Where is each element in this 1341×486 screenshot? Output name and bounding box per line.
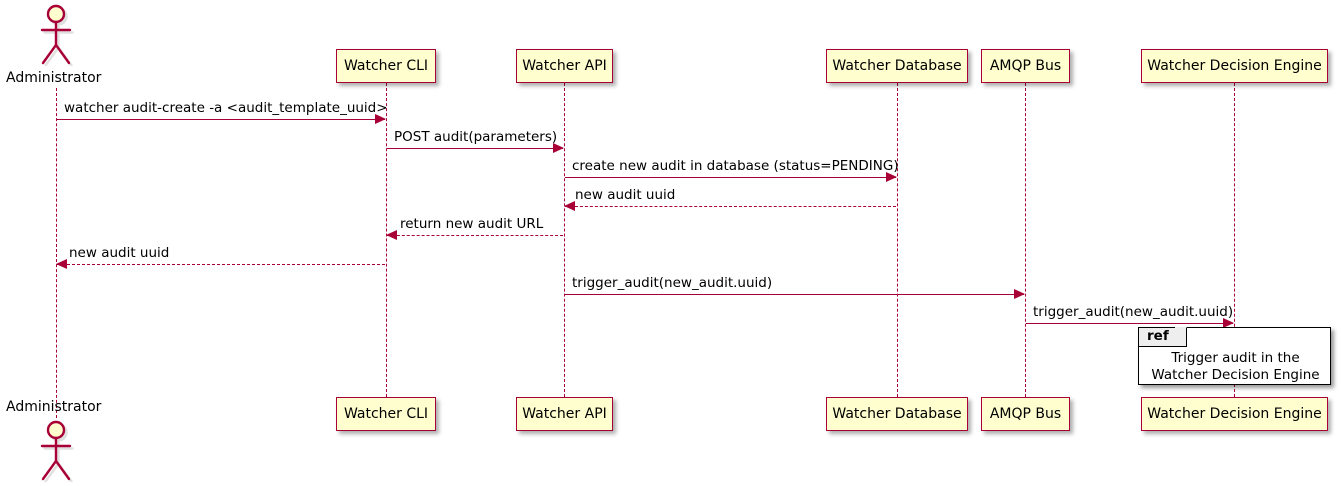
participant-label-watcher-database: Watcher Database bbox=[832, 406, 962, 422]
participant-label-watcher-cli: Watcher CLI bbox=[343, 406, 429, 422]
participant-label-watcher-api: Watcher API bbox=[522, 58, 607, 74]
fragment-tab-ref-trigger-audit: ref bbox=[1139, 327, 1187, 347]
arrowhead-icon-msg-4 bbox=[564, 201, 575, 211]
message-label-msg-7: trigger_audit(new_audit.uuid) bbox=[572, 275, 773, 291]
message-line-msg-1 bbox=[57, 119, 385, 120]
fragment-tab-label-ref-trigger-audit: ref bbox=[1147, 328, 1169, 345]
lifeline-watcher-api bbox=[564, 83, 565, 397]
participant-box-watcher-decision-engine-bottom[interactable]: Watcher Decision Engine bbox=[1141, 397, 1328, 431]
lifeline-watcher-cli bbox=[386, 83, 387, 397]
message-line-msg-5 bbox=[387, 235, 563, 236]
message-line-msg-8 bbox=[1026, 323, 1233, 324]
actor-figure-administrator-top bbox=[34, 4, 78, 67]
participant-label-watcher-cli: Watcher CLI bbox=[343, 58, 429, 74]
arrowhead-icon-msg-8 bbox=[1223, 318, 1234, 328]
lifeline-amqp-bus bbox=[1025, 83, 1026, 397]
message-label-msg-1: watcher audit-create -a <audit_template_… bbox=[64, 100, 388, 116]
participant-box-amqp-bus-top[interactable]: AMQP Bus bbox=[981, 49, 1070, 83]
message-line-msg-6 bbox=[57, 264, 385, 265]
message-line-msg-2 bbox=[387, 148, 563, 149]
lifeline-watcher-decision-engine bbox=[1234, 83, 1235, 397]
participant-box-watcher-database-bottom[interactable]: Watcher Database bbox=[826, 397, 968, 431]
message-label-msg-3: create new audit in database (status=PEN… bbox=[572, 158, 899, 174]
participant-box-amqp-bus-bottom[interactable]: AMQP Bus bbox=[981, 397, 1070, 431]
arrowhead-icon-msg-5 bbox=[386, 230, 397, 240]
message-label-msg-6: new audit uuid bbox=[69, 245, 170, 261]
participant-box-watcher-cli-bottom[interactable]: Watcher CLI bbox=[336, 397, 436, 431]
arrowhead-icon-msg-7 bbox=[1014, 289, 1025, 299]
message-label-msg-2: POST audit(parameters) bbox=[394, 129, 558, 145]
participant-label-amqp-bus: AMQP Bus bbox=[989, 406, 1062, 422]
participant-box-watcher-database-top[interactable]: Watcher Database bbox=[826, 49, 968, 83]
arrowhead-icon-msg-2 bbox=[553, 143, 564, 153]
lifeline-administrator bbox=[56, 88, 57, 418]
arrowhead-icon-msg-3 bbox=[886, 172, 897, 182]
arrowhead-icon-msg-6 bbox=[56, 259, 67, 269]
participant-label-watcher-database: Watcher Database bbox=[832, 58, 962, 74]
participant-box-watcher-decision-engine-top[interactable]: Watcher Decision Engine bbox=[1141, 49, 1328, 83]
fragment-tab-notch-icon-ref-trigger-audit bbox=[1175, 327, 1187, 339]
actor-label-administrator-top: Administrator bbox=[6, 70, 102, 86]
participant-label-watcher-decision-engine: Watcher Decision Engine bbox=[1147, 406, 1322, 422]
actor-figure-administrator-bottom bbox=[34, 420, 78, 483]
participant-label-amqp-bus: AMQP Bus bbox=[989, 58, 1062, 74]
message-label-msg-4: new audit uuid bbox=[575, 187, 676, 203]
participant-box-watcher-api-top[interactable]: Watcher API bbox=[516, 49, 613, 83]
participant-box-watcher-api-bottom[interactable]: Watcher API bbox=[516, 397, 613, 431]
message-line-msg-4 bbox=[565, 206, 896, 207]
message-line-msg-7 bbox=[565, 294, 1024, 295]
message-label-msg-8: trigger_audit(new_audit.uuid) bbox=[1033, 304, 1234, 320]
participant-box-watcher-cli-top[interactable]: Watcher CLI bbox=[336, 49, 436, 83]
message-line-msg-3 bbox=[565, 177, 896, 178]
message-label-msg-5: return new audit URL bbox=[400, 216, 544, 232]
fragment-body-ref-trigger-audit: Trigger audit in the Watcher Decision En… bbox=[1151, 350, 1320, 383]
lifeline-watcher-database bbox=[897, 83, 898, 397]
participant-label-watcher-api: Watcher API bbox=[522, 406, 607, 422]
participant-label-watcher-decision-engine: Watcher Decision Engine bbox=[1147, 58, 1322, 74]
actor-label-administrator-bottom: Administrator bbox=[6, 399, 102, 415]
arrowhead-icon-msg-1 bbox=[375, 114, 386, 124]
